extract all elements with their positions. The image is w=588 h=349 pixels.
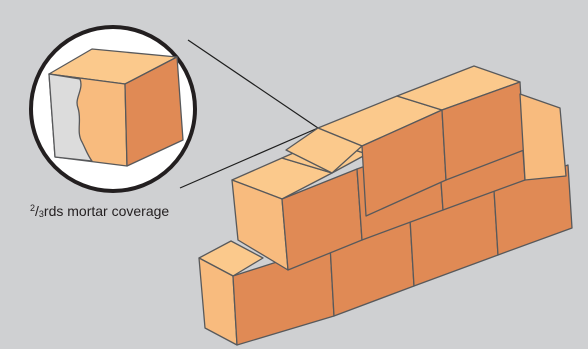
top-course bbox=[285, 65, 525, 217]
fraction-denominator: 3 bbox=[38, 209, 44, 219]
caption-text: rds mortar coverage bbox=[43, 203, 170, 219]
leader-lines bbox=[179, 39, 319, 189]
brick-top-left-top bbox=[285, 127, 363, 174]
fraction-numerator: 2 bbox=[30, 203, 36, 213]
mortar-coverage-caption: 2/3rds mortar coverage bbox=[30, 203, 169, 219]
brick-middle-end-right bbox=[519, 93, 567, 181]
mortar-bed-profile bbox=[48, 73, 93, 162]
detail-brick-front bbox=[124, 56, 184, 167]
fraction-slash: / bbox=[35, 203, 39, 219]
magnifier bbox=[29, 25, 197, 193]
